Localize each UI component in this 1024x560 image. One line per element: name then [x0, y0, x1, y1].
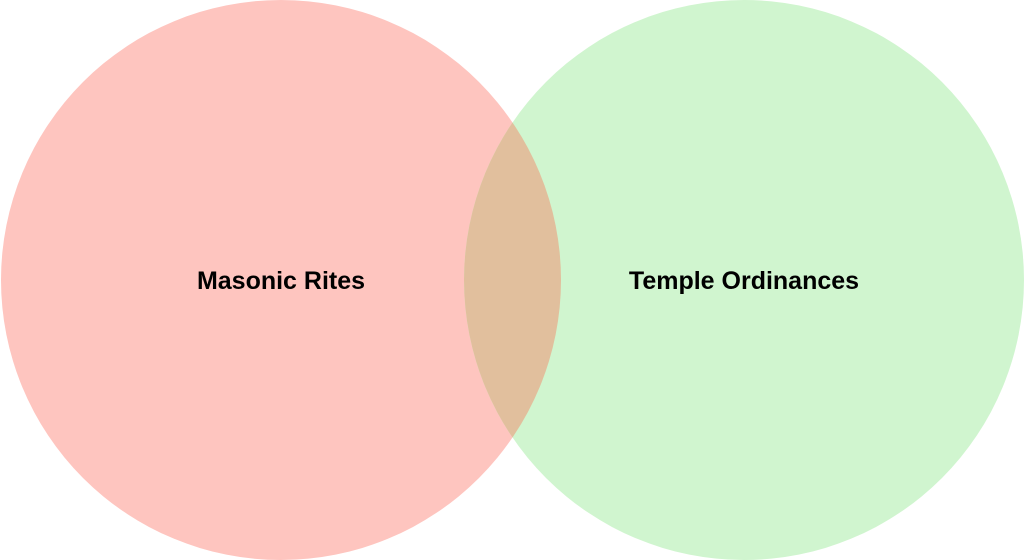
set-label-masonic-rites: Masonic Rites: [197, 267, 365, 295]
set-circle-temple-ordinances: [464, 0, 1024, 560]
set-circle-masonic-rites: [1, 0, 561, 560]
set-label-temple-ordinances: Temple Ordinances: [629, 267, 859, 295]
